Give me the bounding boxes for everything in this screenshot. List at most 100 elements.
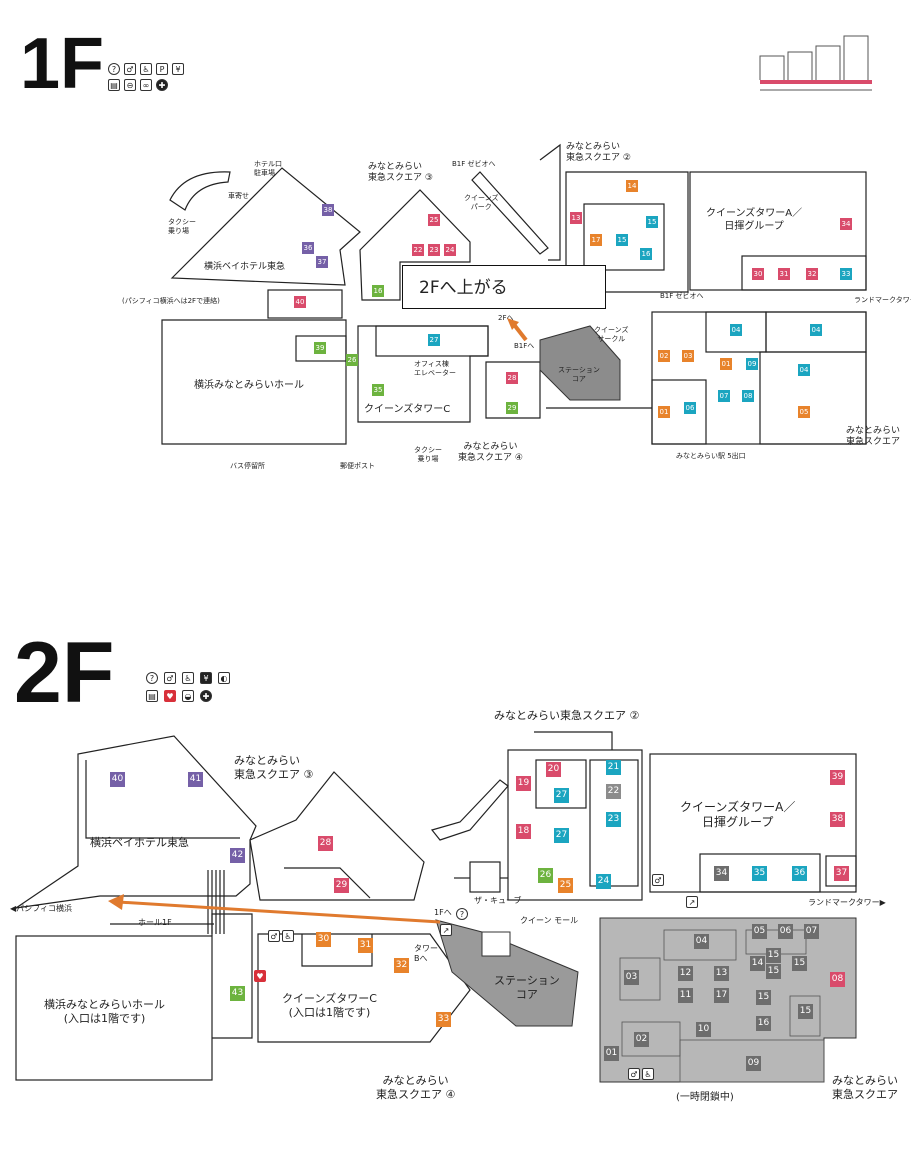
tenant-2f-06[interactable]: 06	[778, 924, 793, 939]
tenant-2f-26[interactable]: 26	[538, 868, 553, 883]
tenant-1f-16b[interactable]: 16	[640, 248, 652, 260]
tenant-2f-25[interactable]: 25	[558, 878, 573, 893]
tenant-1f-13[interactable]: 13	[570, 212, 582, 224]
tenant-1f-40[interactable]: 40	[294, 296, 306, 308]
tenant-1f-34[interactable]: 34	[840, 218, 852, 230]
tenant-1f-37[interactable]: 37	[316, 256, 328, 268]
tenant-2f-32[interactable]: 32	[394, 958, 409, 973]
tenant-1f-39[interactable]: 39	[314, 342, 326, 354]
tenant-1f-38[interactable]: 38	[322, 204, 334, 216]
tenant-1f-04a[interactable]: 04	[730, 324, 742, 336]
tenant-2f-19[interactable]: 19	[516, 776, 531, 791]
tenant-2f-01[interactable]: 01	[604, 1046, 619, 1061]
tenant-2f-04[interactable]: 04	[694, 934, 709, 949]
place-to-2f: 2Fへ	[498, 314, 514, 322]
tenant-2f-38[interactable]: 38	[830, 812, 845, 827]
tenant-2f-30[interactable]: 30	[316, 932, 331, 947]
tenant-1f-01b[interactable]: 01	[658, 406, 670, 418]
tenant-2f-37[interactable]: 37	[834, 866, 849, 881]
tenant-1f-25[interactable]: 25	[428, 214, 440, 226]
tenant-2f-29[interactable]: 29	[334, 878, 349, 893]
tenant-2f-18[interactable]: 18	[516, 824, 531, 839]
tenant-2f-10[interactable]: 10	[696, 1022, 711, 1037]
tenant-1f-08[interactable]: 08	[742, 390, 754, 402]
tenant-2f-17[interactable]: 17	[714, 988, 729, 1003]
tenant-1f-26[interactable]: 26	[346, 354, 358, 366]
tenant-2f-07[interactable]: 07	[804, 924, 819, 939]
place-drop-off: 車寄せ	[228, 192, 249, 200]
tenant-2f-08[interactable]: 08	[830, 972, 845, 987]
tenant-2f-21[interactable]: 21	[606, 760, 621, 775]
tenant-2f-24[interactable]: 24	[596, 874, 611, 889]
tenant-2f-02[interactable]: 02	[634, 1032, 649, 1047]
tenant-2f-27a[interactable]: 27	[554, 788, 569, 803]
tenant-2f-14[interactable]: 14	[750, 956, 765, 971]
tenant-2f-15c[interactable]: 15	[792, 956, 807, 971]
tenant-1f-36[interactable]: 36	[302, 242, 314, 254]
tenant-2f-42[interactable]: 42	[230, 848, 245, 863]
tenant-2f-34[interactable]: 34	[714, 866, 729, 881]
tenant-1f-32[interactable]: 32	[806, 268, 818, 280]
tenant-1f-22[interactable]: 22	[412, 244, 424, 256]
aed-icon-2f-hall: ♥	[254, 970, 266, 982]
place-mailbox: 郵便ポスト	[340, 462, 375, 470]
tenant-2f-15a[interactable]: 15	[766, 948, 781, 963]
place-pacifico-2f: ◀パシフィコ横浜	[10, 904, 72, 913]
tenant-1f-31[interactable]: 31	[778, 268, 790, 280]
tenant-1f-04b[interactable]: 04	[810, 324, 822, 336]
tenant-2f-23[interactable]: 23	[606, 812, 621, 827]
tenant-1f-29[interactable]: 29	[506, 402, 518, 414]
tenant-2f-39[interactable]: 39	[830, 770, 845, 785]
tenant-1f-06[interactable]: 06	[684, 402, 696, 414]
tenant-2f-33[interactable]: 33	[436, 1012, 451, 1027]
tenant-2f-40[interactable]: 40	[110, 772, 125, 787]
tenant-1f-28[interactable]: 28	[506, 372, 518, 384]
tenant-2f-15d[interactable]: 15	[756, 990, 771, 1005]
tenant-1f-05[interactable]: 05	[798, 406, 810, 418]
tenant-2f-03[interactable]: 03	[624, 970, 639, 985]
smoking-icon: ⊖	[124, 79, 136, 91]
tenant-2f-41[interactable]: 41	[188, 772, 203, 787]
tenant-2f-22[interactable]: 22	[606, 784, 621, 799]
tenant-2f-11[interactable]: 11	[678, 988, 693, 1003]
place-office-elevator: オフィス棟 エレベーター	[414, 360, 456, 377]
tenant-1f-17[interactable]: 17	[590, 234, 602, 246]
tenant-1f-02[interactable]: 02	[658, 350, 670, 362]
place-b1f-zebio-bottom: B1F ゼビオへ	[660, 292, 704, 300]
tenant-2f-43[interactable]: 43	[230, 986, 245, 1001]
tenant-1f-35[interactable]: 35	[372, 384, 384, 396]
tenant-2f-20[interactable]: 20	[546, 762, 561, 777]
tenant-1f-24[interactable]: 24	[444, 244, 456, 256]
tenant-1f-04c[interactable]: 04	[798, 364, 810, 376]
escalator-icon-2f-core: ↗	[440, 924, 452, 936]
tenant-1f-27[interactable]: 27	[428, 334, 440, 346]
tenant-2f-28[interactable]: 28	[318, 836, 333, 851]
tenant-1f-09[interactable]: 09	[746, 358, 758, 370]
tenant-2f-15e[interactable]: 15	[798, 1004, 813, 1019]
tenant-1f-01a[interactable]: 01	[720, 358, 732, 370]
tenant-2f-36[interactable]: 36	[792, 866, 807, 881]
coin-locker-icon: ▤	[108, 79, 120, 91]
tenant-2f-27b[interactable]: 27	[554, 828, 569, 843]
tenant-2f-05[interactable]: 05	[752, 924, 767, 939]
tenant-1f-33[interactable]: 33	[840, 268, 852, 280]
tenant-1f-23[interactable]: 23	[428, 244, 440, 256]
tenant-2f-09[interactable]: 09	[746, 1056, 761, 1071]
restroom-icon-2f: ♂	[164, 672, 176, 684]
tenant-1f-30[interactable]: 30	[752, 268, 764, 280]
restroom-icon-2f-tower-c: ♂	[268, 930, 280, 942]
tenant-2f-15b[interactable]: 15	[766, 964, 781, 979]
tenant-1f-15b[interactable]: 15	[616, 234, 628, 246]
tenant-1f-03[interactable]: 03	[682, 350, 694, 362]
tenant-2f-12[interactable]: 12	[678, 966, 693, 981]
tenant-1f-16[interactable]: 16	[372, 285, 384, 297]
tenant-1f-07[interactable]: 07	[718, 390, 730, 402]
tenant-2f-31[interactable]: 31	[358, 938, 373, 953]
tenant-2f-16[interactable]: 16	[756, 1016, 771, 1031]
tenant-2f-35[interactable]: 35	[752, 866, 767, 881]
tenant-1f-14[interactable]: 14	[626, 180, 638, 192]
tenant-1f-15a[interactable]: 15	[646, 216, 658, 228]
accessible-icon-2f-mall: ♿	[642, 1068, 654, 1080]
tenant-2f-13[interactable]: 13	[714, 966, 729, 981]
place-station-core-1f: ステーション コア	[558, 366, 600, 383]
